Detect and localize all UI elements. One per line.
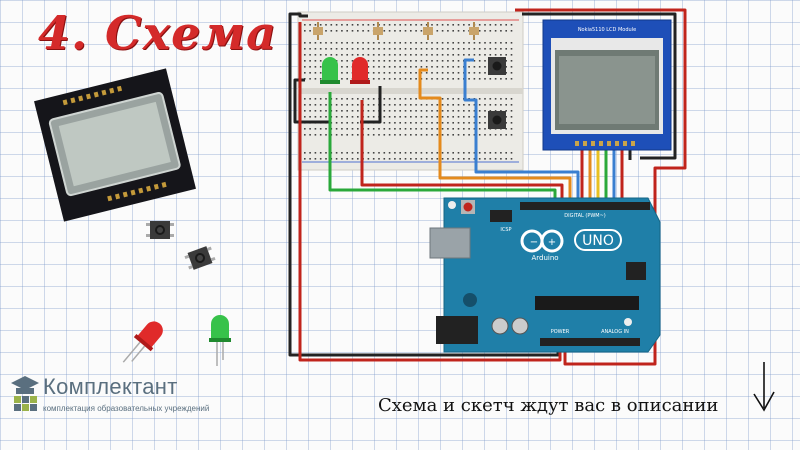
logo-name: Комплектант: [43, 374, 178, 399]
loose-button-2: [184, 246, 216, 270]
loose-lcd-module: [34, 68, 196, 222]
graduation-cap-icon: [11, 376, 39, 411]
loose-red-led: [122, 321, 163, 363]
lcd-label: Nokia5110 LCD Module: [578, 27, 636, 33]
arduino-uno-board: − + UNO Arduino ICSP DIGITAL (PWM~) ANAL…: [429, 197, 661, 353]
analog-label: ANALOG IN: [601, 329, 629, 335]
icsp-label: ICSP: [500, 227, 511, 233]
breadboard: [297, 11, 524, 171]
breadboard-button-1: [488, 57, 506, 75]
logo-subtitle: комплектация образовательных учреждений: [43, 404, 210, 413]
power-label: POWER: [551, 329, 570, 335]
down-arrow-icon: [753, 362, 775, 412]
loose-green-led: [209, 315, 231, 366]
svg-text:+: +: [548, 237, 556, 248]
resistors: [313, 22, 479, 40]
breadboard-red-led: [350, 57, 370, 84]
arduino-uno-label: UNO: [582, 233, 614, 249]
arduino-maker-label: Arduino: [531, 254, 558, 262]
loose-button-1: [146, 221, 174, 239]
page-title: 4. Схема: [38, 6, 277, 60]
caption-text: Схема и скетч ждут вас в описании: [378, 395, 719, 416]
svg-text:−: −: [530, 237, 538, 248]
breadboard-green-led: [320, 57, 340, 84]
nokia-lcd-module: Nokia5110 LCD Module: [542, 19, 672, 151]
komplektant-logo: Комплектант комплектация образовательных…: [10, 374, 240, 424]
digital-label: DIGITAL (PWM~): [564, 213, 606, 219]
breadboard-button-2: [488, 111, 506, 129]
